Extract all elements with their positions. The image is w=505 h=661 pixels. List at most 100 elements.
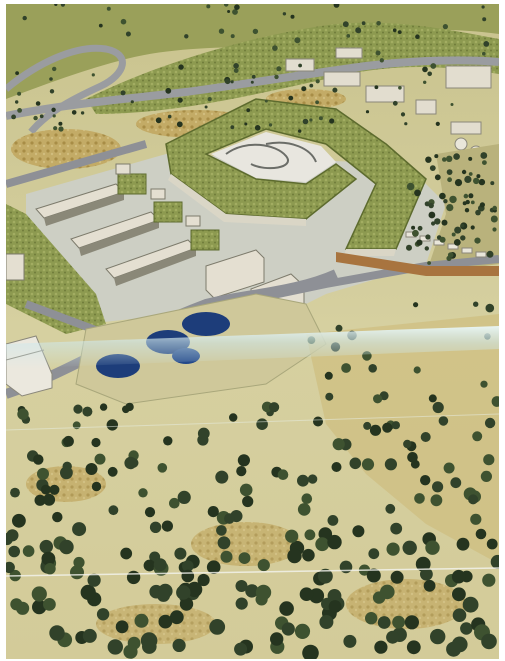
tree	[468, 172, 473, 176]
tree	[434, 218, 441, 225]
tree	[73, 404, 83, 414]
tree	[304, 529, 316, 541]
tree	[375, 50, 381, 56]
tree	[44, 563, 56, 575]
tree	[313, 416, 323, 427]
tree	[206, 560, 221, 574]
tree	[492, 205, 498, 211]
tree	[250, 80, 254, 84]
tree	[298, 129, 302, 133]
tree	[235, 580, 248, 592]
tree	[431, 221, 436, 226]
tree	[404, 122, 408, 126]
tree	[398, 86, 402, 90]
tree	[143, 559, 156, 572]
tree	[301, 86, 307, 92]
tree	[365, 110, 370, 114]
tree	[384, 458, 397, 471]
building-facade	[168, 174, 306, 226]
tree	[406, 640, 421, 655]
tree	[406, 244, 412, 251]
tree	[443, 462, 455, 474]
tree	[254, 125, 261, 131]
tree	[423, 579, 436, 592]
tree	[482, 17, 487, 22]
tree	[327, 589, 342, 603]
tree	[277, 469, 289, 481]
tree	[177, 490, 191, 504]
tree	[125, 402, 134, 412]
tree	[264, 99, 268, 103]
tree	[454, 226, 462, 234]
tree	[217, 536, 231, 550]
tree	[369, 424, 382, 436]
tree	[17, 91, 22, 96]
tree	[302, 548, 315, 562]
tree	[420, 567, 433, 581]
tree	[236, 466, 247, 477]
tree	[425, 234, 431, 240]
tree	[335, 324, 343, 332]
tree	[468, 156, 473, 161]
tree	[319, 615, 334, 629]
tree	[276, 66, 282, 72]
tree	[272, 45, 278, 51]
tree	[155, 117, 162, 124]
tree	[256, 418, 268, 431]
tree	[230, 80, 234, 84]
tree	[490, 554, 499, 569]
tree	[207, 97, 212, 102]
tree	[490, 215, 498, 223]
road-upper-main	[6, 56, 499, 120]
tree	[428, 202, 434, 209]
tree	[255, 584, 272, 601]
tree	[355, 27, 361, 34]
tree	[456, 537, 470, 551]
tree	[425, 156, 432, 163]
tree	[403, 439, 412, 449]
tree	[430, 628, 446, 645]
tree	[413, 366, 421, 374]
tree	[156, 588, 171, 602]
tree	[53, 126, 58, 131]
tree	[246, 108, 251, 113]
tree	[126, 570, 141, 585]
tree	[108, 505, 119, 516]
tree	[85, 463, 98, 475]
tree	[442, 24, 448, 30]
tree	[328, 600, 342, 613]
tree	[484, 417, 496, 429]
tree	[478, 178, 486, 186]
tree	[483, 41, 490, 47]
tree	[325, 392, 334, 401]
tree	[234, 642, 248, 656]
tree	[481, 633, 497, 650]
tree	[462, 596, 479, 613]
small-building	[150, 188, 166, 200]
tree	[432, 401, 444, 414]
tree	[169, 610, 184, 625]
tree	[174, 547, 187, 560]
tree	[49, 89, 55, 94]
tree	[372, 591, 386, 604]
tree	[302, 118, 309, 125]
tree	[252, 28, 259, 35]
tree	[481, 5, 485, 9]
tree	[269, 402, 280, 413]
tree	[224, 4, 229, 7]
tree	[343, 634, 357, 648]
tree	[352, 525, 365, 538]
tree	[82, 628, 97, 643]
tree	[315, 100, 319, 105]
tree	[309, 83, 314, 88]
tree	[392, 28, 397, 32]
tree	[341, 363, 351, 373]
tree	[178, 64, 184, 70]
tree	[58, 126, 64, 132]
tree	[454, 179, 463, 187]
tree	[91, 481, 102, 492]
tree	[297, 474, 309, 487]
tree	[245, 584, 259, 598]
left-embankment	[6, 204, 106, 334]
tree	[425, 540, 440, 555]
